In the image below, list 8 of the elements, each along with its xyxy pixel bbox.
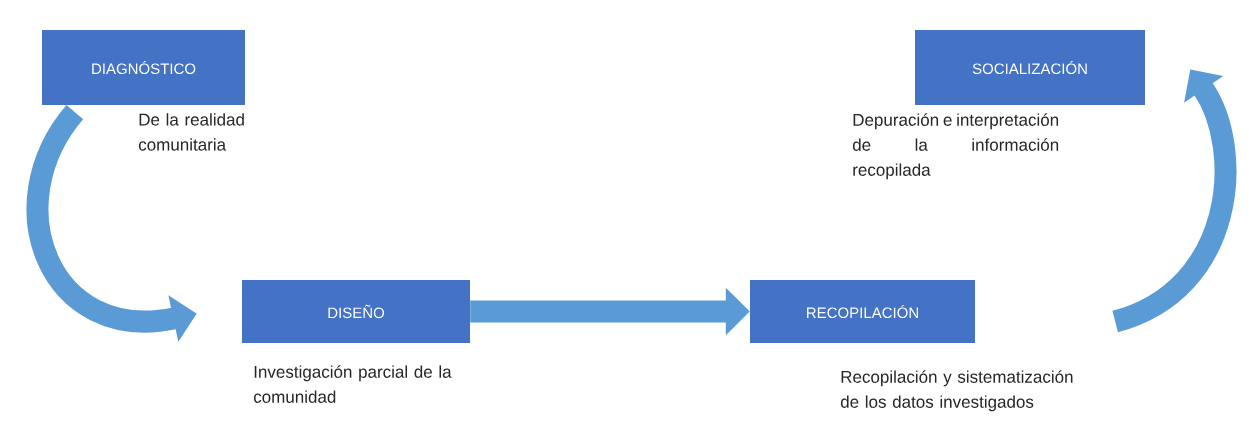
process-box: RECOPILACIÓN [750,280,975,343]
process-box: SOCIALIZACIÓN [915,30,1145,105]
process-box: DIAGNÓSTICO [42,30,245,105]
caption-text: Recopilación y sistematización de los datos investigados [840,370,1073,412]
process-box: DISEÑO [242,280,470,343]
caption-text: De la realidad comunitaria [138,113,244,151]
caption-text: Investigación parcial de la comunidad [253,365,452,403]
caption-text: Depuración e interpretación de la información recopilada [852,113,1059,180]
